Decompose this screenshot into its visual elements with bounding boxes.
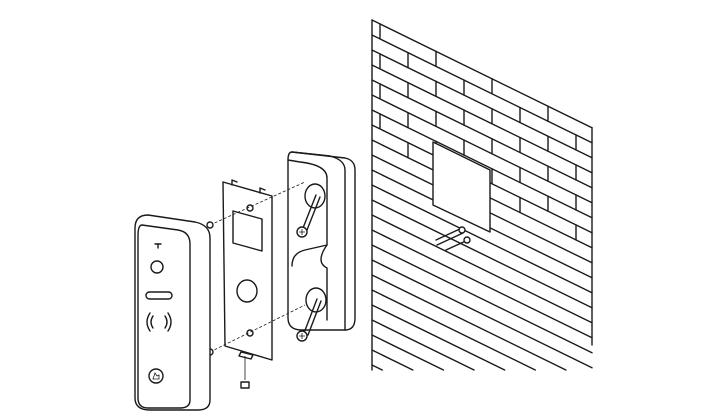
angle-bracket	[287, 151, 356, 342]
wall-anchor-screws	[435, 226, 471, 251]
camera-lens	[150, 260, 164, 274]
rfid-icon	[146, 312, 172, 332]
name-plate	[145, 291, 173, 300]
wall-line	[371, 259, 593, 369]
wall-line	[371, 19, 593, 129]
wall-line	[371, 49, 593, 159]
wall-line	[371, 199, 593, 309]
wall-line	[371, 229, 593, 339]
wall-line	[371, 109, 593, 219]
wall-line	[371, 184, 593, 294]
brick-wall	[371, 19, 593, 371]
doorbell-panel	[134, 214, 211, 411]
wall-opening	[432, 141, 491, 233]
wall-line	[371, 364, 383, 371]
hand-icon	[152, 372, 160, 380]
wall-line	[371, 334, 445, 371]
call-button	[148, 368, 164, 384]
wall-line	[371, 79, 593, 189]
wall-line	[371, 274, 567, 371]
wall-line	[371, 319, 475, 371]
wall-line	[371, 289, 536, 371]
wall-line	[371, 244, 593, 354]
wall-line	[371, 304, 506, 371]
wall-line	[371, 349, 414, 371]
wall-line	[371, 214, 593, 324]
